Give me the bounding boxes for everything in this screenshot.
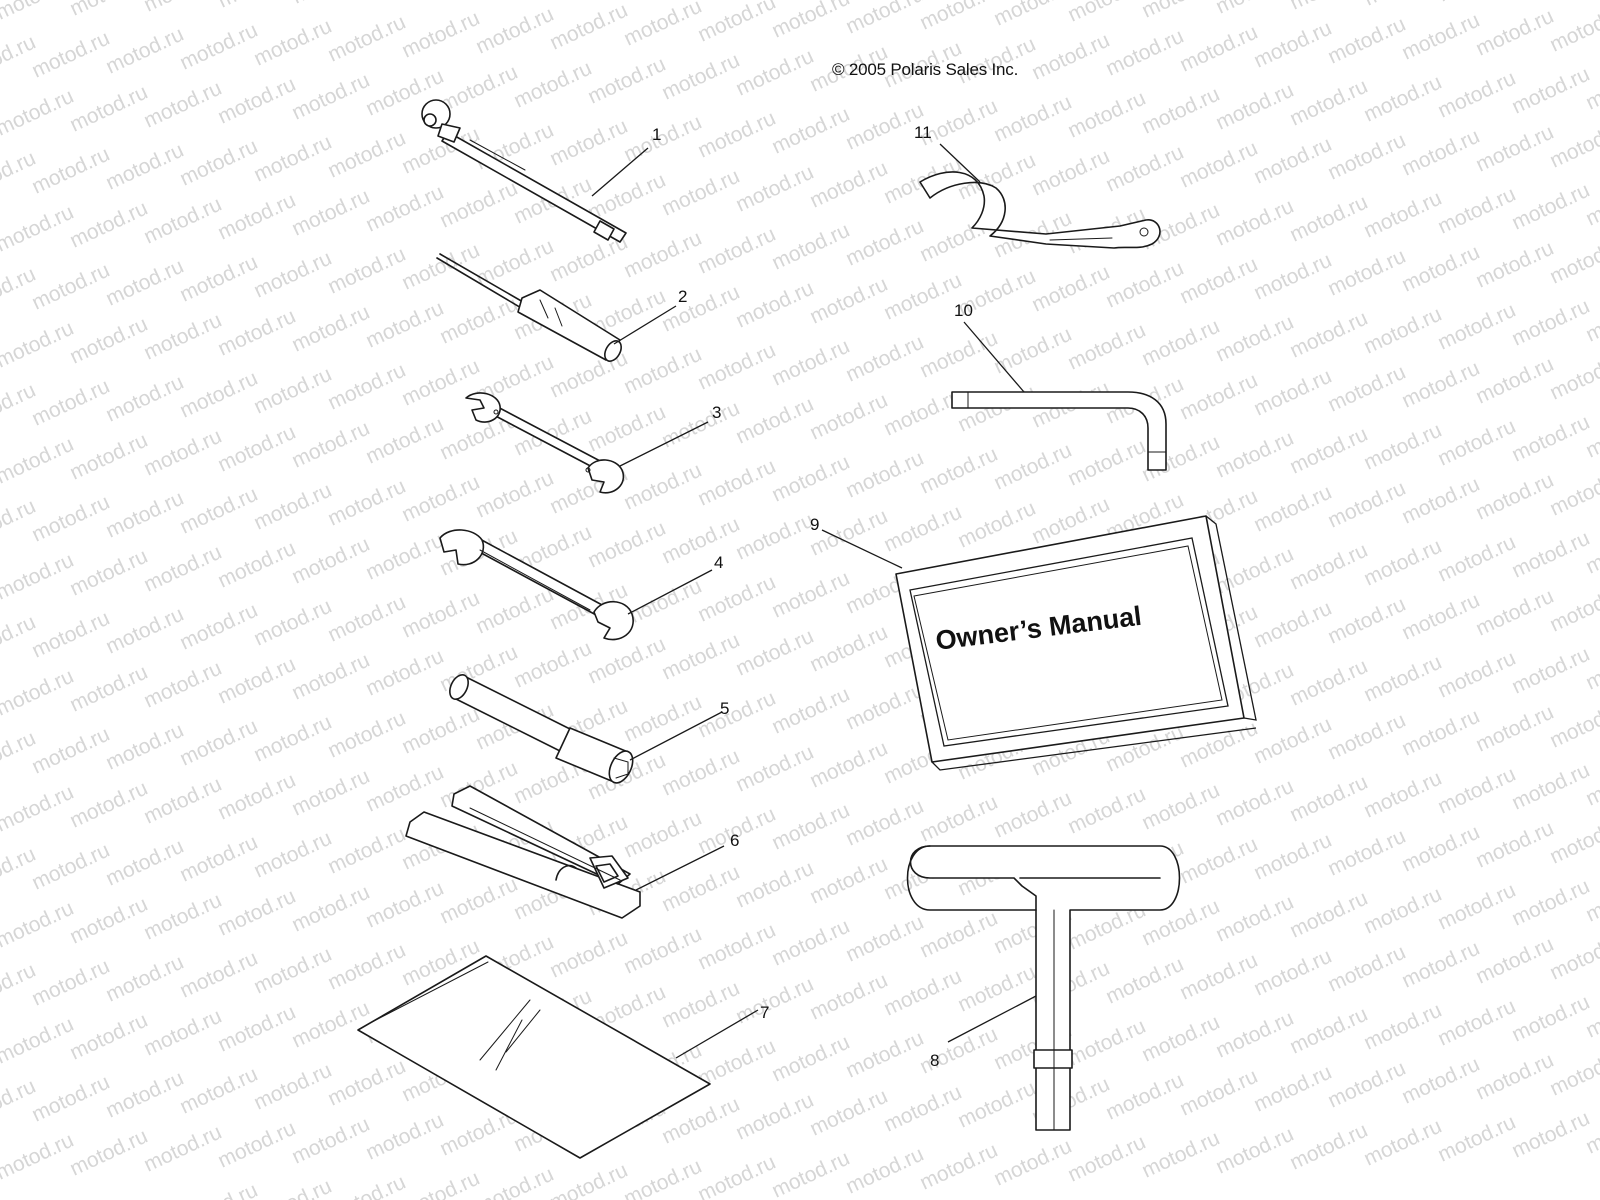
callout-1: 1 (652, 125, 662, 144)
part-11-hook-spanner (919, 171, 1161, 249)
callout-11: 11 (914, 123, 932, 142)
copyright-notice: © 2005 Polaris Sales Inc. (832, 60, 1019, 79)
leader-7 (675, 1009, 759, 1059)
callout-8: 8 (930, 1051, 940, 1070)
part-9-owners-manual (895, 515, 1257, 771)
callout-3: 3 (712, 403, 722, 422)
part-10-hex-key (951, 391, 1167, 471)
part-3-open-wrench (465, 392, 625, 494)
leader-5 (629, 711, 723, 761)
callout-5: 5 (720, 699, 730, 718)
leader-8 (947, 995, 1037, 1043)
leader-1 (591, 147, 649, 197)
part-7-bag (357, 955, 711, 1159)
callout-2: 2 (678, 287, 688, 306)
part-6-spanner-plate (405, 785, 641, 919)
callout-6: 6 (730, 831, 740, 850)
leader-11 (939, 143, 981, 183)
part-1-pressure-gauge (421, 99, 627, 243)
part-5-plug-socket (449, 674, 634, 784)
callout-10: 10 (954, 301, 973, 320)
callout-9: 9 (810, 515, 820, 534)
leader-10 (963, 321, 1025, 393)
leader-2 (613, 305, 677, 345)
part-8-t-handle (906, 845, 1181, 1131)
callout-4: 4 (714, 553, 724, 572)
leader-3 (619, 421, 709, 467)
part-4-open-wrench-large (439, 529, 634, 641)
leader-9 (821, 529, 903, 569)
callout-7: 7 (760, 1003, 770, 1022)
leader-4 (627, 569, 713, 615)
leader-6 (635, 845, 725, 891)
leader-lines (591, 143, 1037, 1059)
part-2-screwdriver (436, 253, 622, 362)
